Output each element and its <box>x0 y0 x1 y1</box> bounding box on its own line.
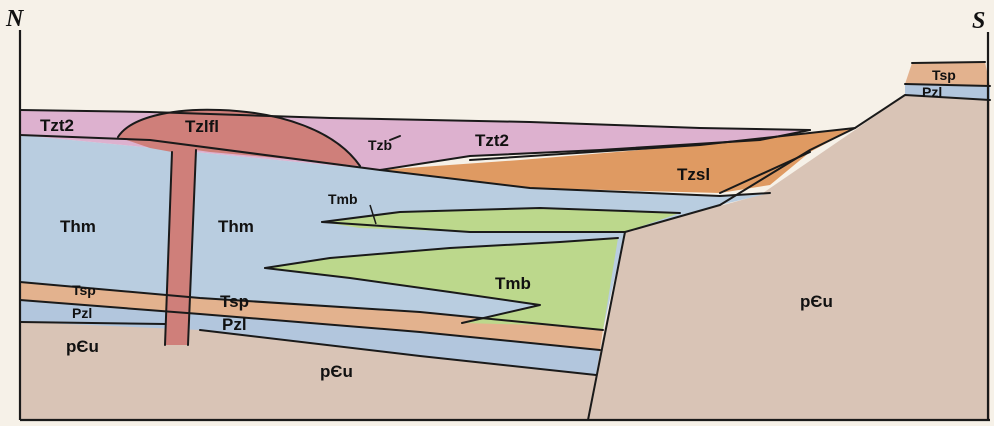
label-pcu-mid: pЄu <box>320 362 353 381</box>
south-label: S <box>972 8 985 34</box>
label-tmb-upper: Tmb <box>328 191 358 207</box>
label-thm-left: Thm <box>60 217 96 236</box>
label-pzl-mid: Pzl <box>222 315 247 334</box>
label-pcu-left: pЄu <box>66 337 99 356</box>
label-pzl-left: Pzl <box>72 305 92 321</box>
label-tsp-left: Tsp <box>72 282 96 298</box>
label-tsp-right: Tsp <box>932 67 956 83</box>
label-pzl-right: Pzl <box>922 84 942 100</box>
label-tsp-mid: Tsp <box>220 292 249 311</box>
label-tzt2-left: Tzt2 <box>40 116 74 135</box>
label-thm-mid: Thm <box>218 217 254 236</box>
label-pcu-right: pЄu <box>800 292 833 311</box>
label-tmb-lower: Tmb <box>495 274 531 293</box>
label-tzt2-right: Tzt2 <box>475 131 509 150</box>
label-tzlfl: Tzlfl <box>185 117 219 136</box>
label-tzsl: Tzsl <box>677 165 710 184</box>
north-label: N <box>5 6 25 32</box>
label-tzb: Tzb <box>368 137 392 153</box>
